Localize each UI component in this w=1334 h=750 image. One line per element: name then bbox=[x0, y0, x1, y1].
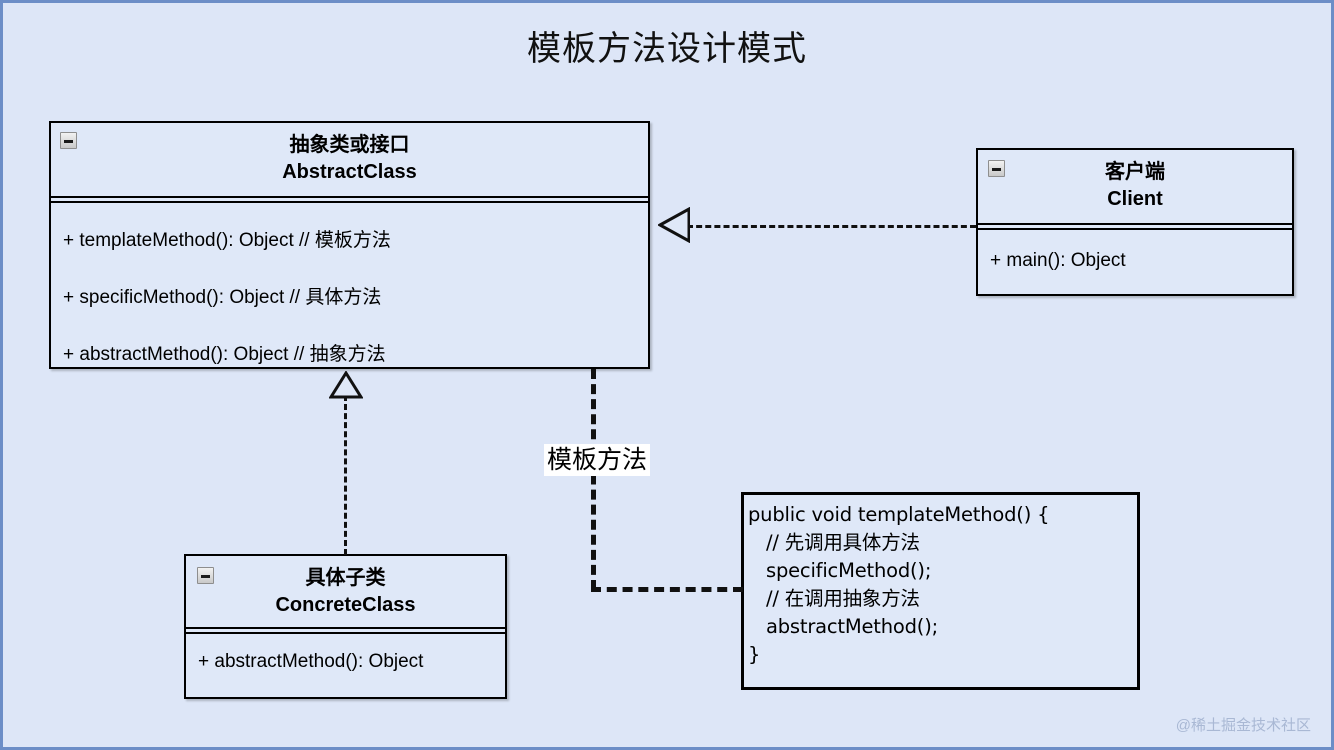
class-member: + specificMethod(): Object // 具体方法 bbox=[63, 287, 382, 308]
class-members-client: + main(): Object bbox=[978, 230, 1292, 272]
code-note-text: public void templateMethod() { // 先调用具体方… bbox=[748, 503, 1050, 666]
uml-class-concreteclass[interactable]: 具体子类 ConcreteClass + abstractMethod(): O… bbox=[184, 554, 507, 699]
note-anchor-horizontal-line bbox=[591, 587, 743, 592]
class-name-en: Client bbox=[1107, 188, 1163, 210]
class-member: + main(): Object bbox=[990, 250, 1126, 271]
class-name-cn: 客户端 bbox=[1105, 161, 1165, 183]
realization-dashed-line bbox=[344, 395, 347, 555]
class-members-concreteclass: + abstractMethod(): Object bbox=[186, 634, 505, 673]
collapse-minus-icon[interactable] bbox=[988, 160, 1005, 177]
class-member: + abstractMethod(): Object // 抽象方法 bbox=[63, 344, 386, 365]
dependency-dashed-line bbox=[687, 225, 976, 228]
uml-class-abstractclass[interactable]: 抽象类或接口 AbstractClass + templateMethod():… bbox=[49, 121, 650, 369]
class-header-abstractclass: 抽象类或接口 AbstractClass bbox=[51, 123, 648, 196]
section-divider bbox=[978, 223, 1292, 230]
watermark: @稀土掘金技术社区 bbox=[1175, 717, 1311, 734]
note-label: 模板方法 bbox=[544, 444, 651, 476]
realization-arrowhead-icon bbox=[329, 371, 363, 399]
section-divider bbox=[51, 196, 648, 203]
class-header-concreteclass: 具体子类 ConcreteClass bbox=[186, 556, 505, 627]
class-members-abstractclass: + templateMethod(): Object // 模板方法 + spe… bbox=[51, 203, 648, 366]
collapse-minus-icon[interactable] bbox=[197, 567, 214, 584]
note-anchor-vertical-line bbox=[591, 369, 596, 590]
class-name-en: ConcreteClass bbox=[275, 594, 416, 616]
section-divider bbox=[186, 627, 505, 634]
uml-class-client[interactable]: 客户端 Client + main(): Object bbox=[976, 148, 1294, 296]
dependency-arrowhead-icon bbox=[658, 207, 690, 243]
page-title: 模板方法设计模式 bbox=[527, 30, 807, 68]
class-member: + templateMethod(): Object // 模板方法 bbox=[63, 230, 391, 251]
class-name-cn: 抽象类或接口 bbox=[289, 134, 410, 156]
class-member: + abstractMethod(): Object bbox=[198, 651, 424, 672]
class-header-client: 客户端 Client bbox=[978, 150, 1292, 223]
class-name-cn: 具体子类 bbox=[305, 567, 386, 589]
class-name-en: AbstractClass bbox=[282, 161, 417, 183]
collapse-minus-icon[interactable] bbox=[60, 132, 77, 149]
code-note-box: public void templateMethod() { // 先调用具体方… bbox=[741, 492, 1140, 690]
